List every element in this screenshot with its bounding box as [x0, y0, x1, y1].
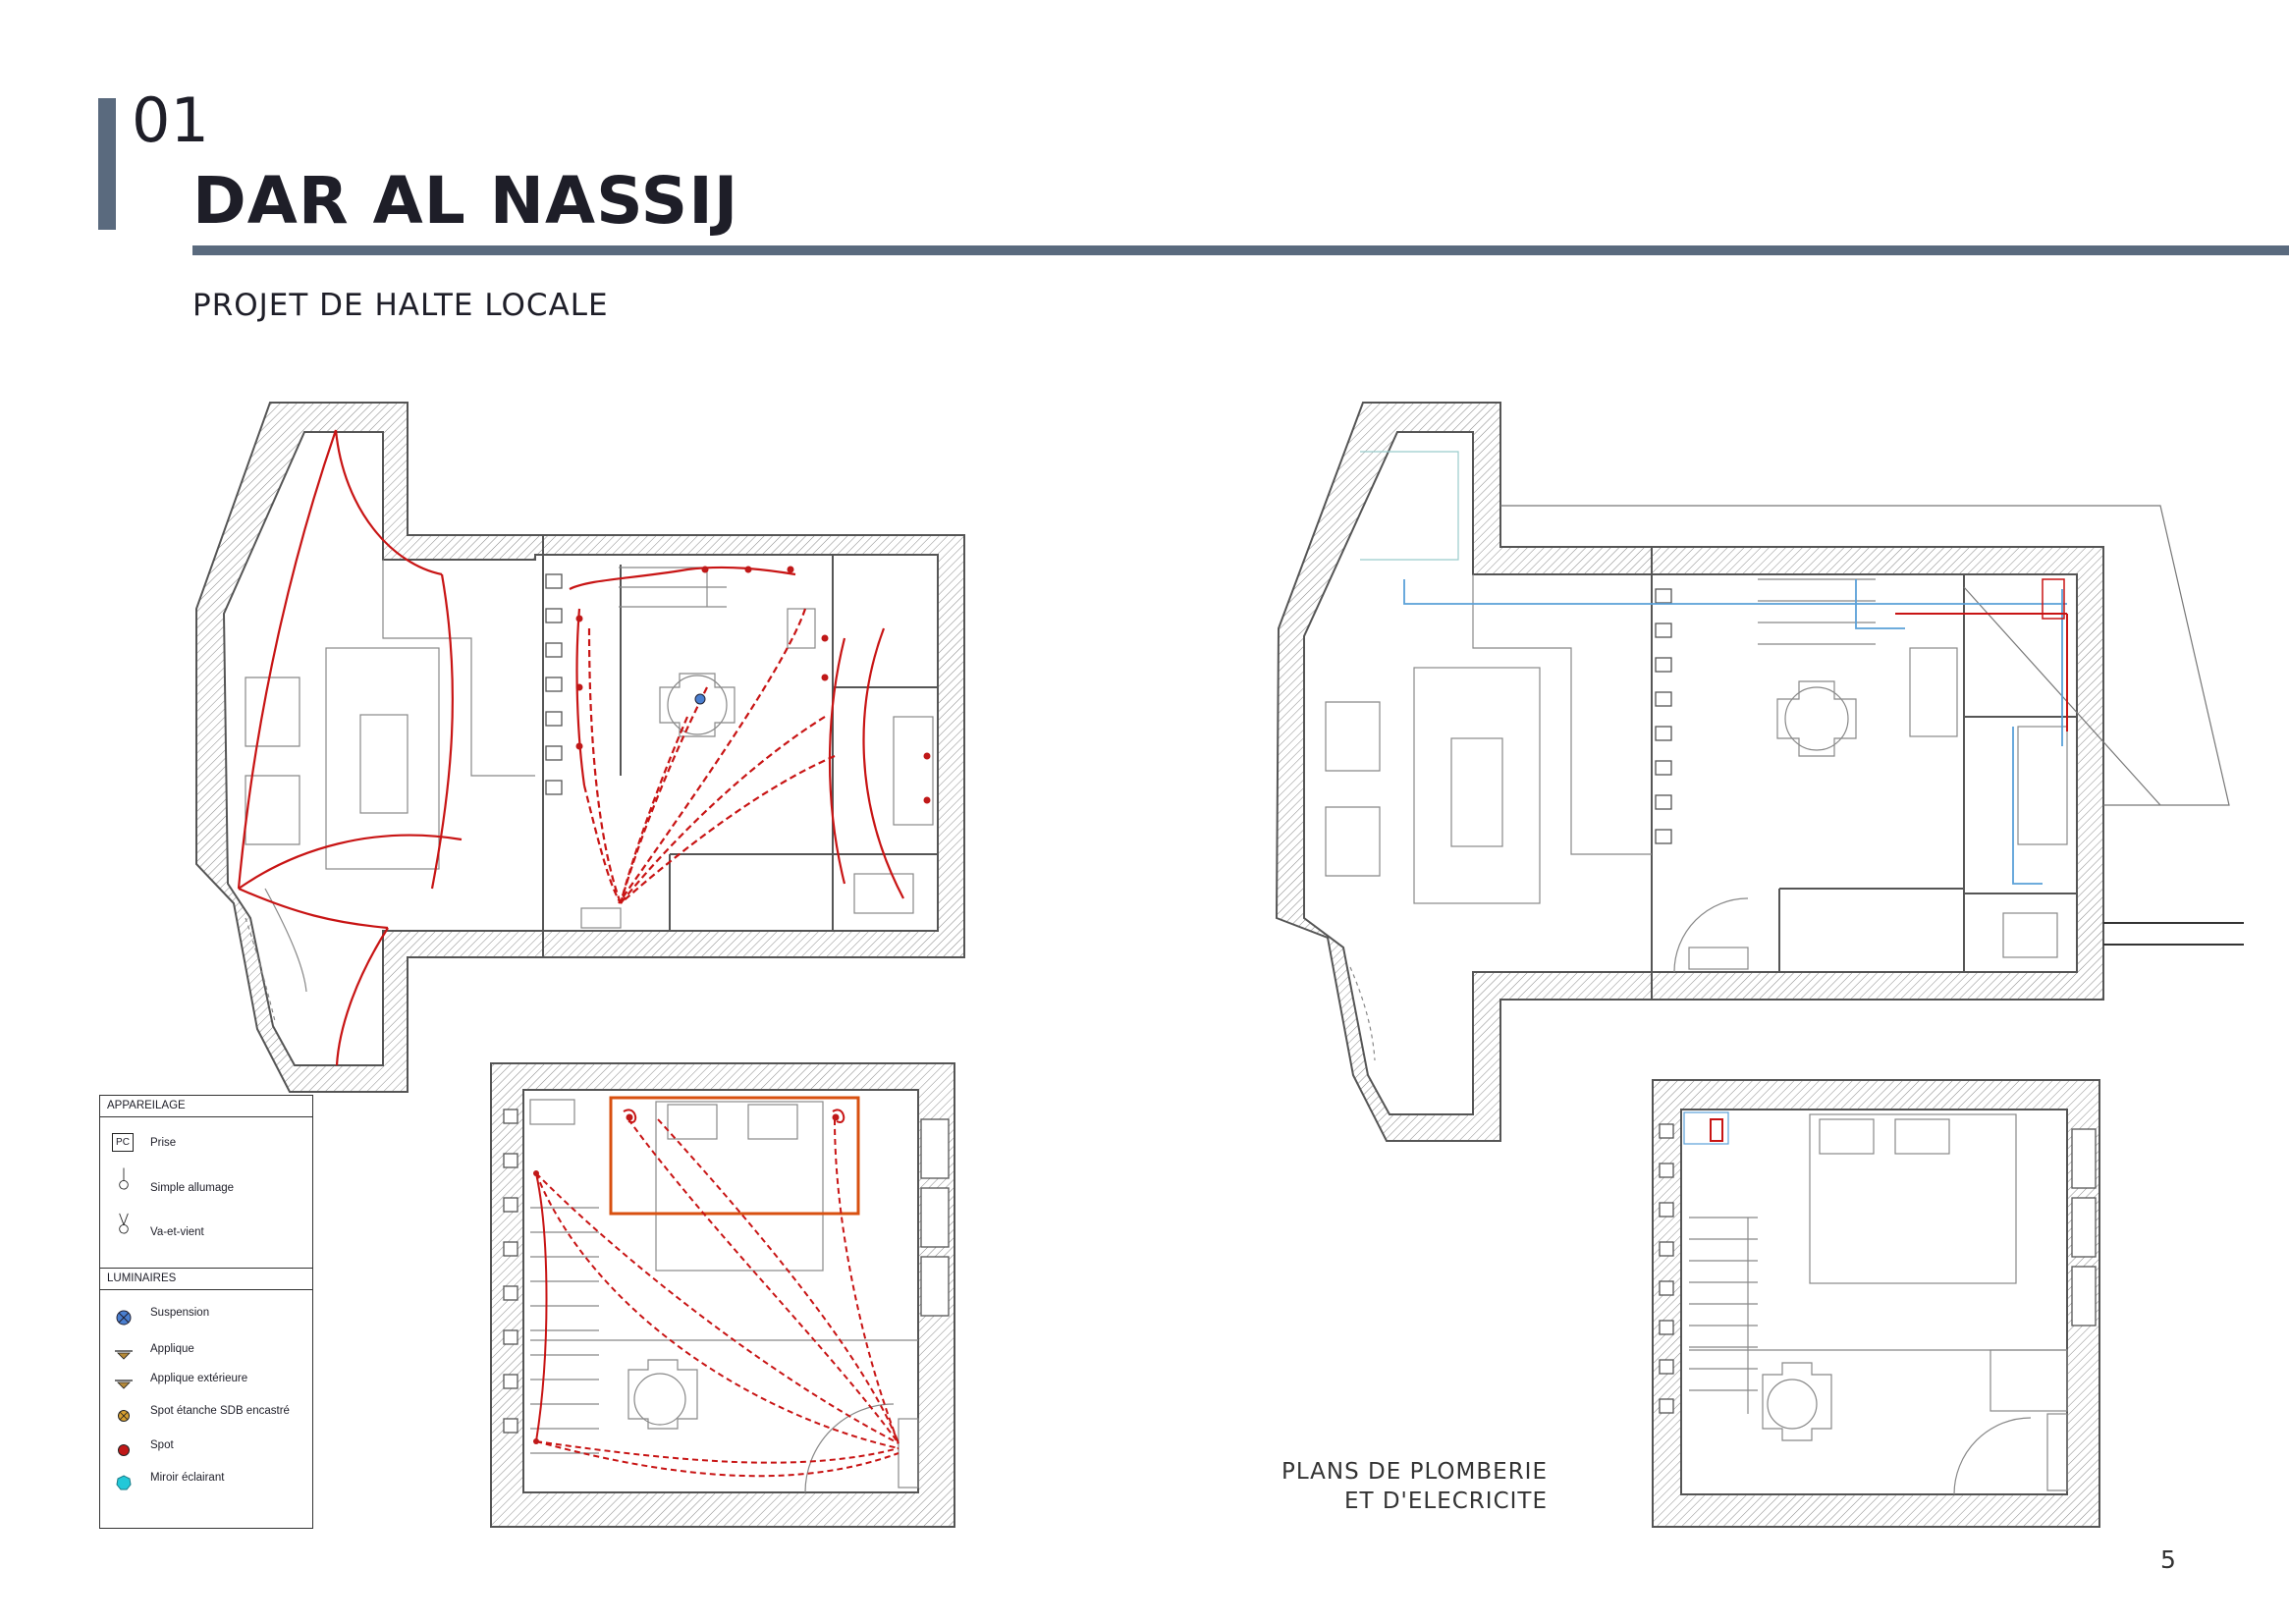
bed-wall-light-zone: [609, 1096, 860, 1216]
plumbing-lines: [1403, 579, 2067, 885]
lit-mirror-icon: [116, 1475, 132, 1490]
header-accent-bar: [98, 98, 116, 230]
legend-label-spot-etanche: Spot étanche SDB encastré: [150, 1405, 290, 1417]
ground-floor-walls: [195, 402, 965, 1093]
legend-appareilage-title: APPAREILAGE: [100, 1096, 312, 1117]
bathroom-spot-icon: [118, 1410, 130, 1422]
first-floor-electrical-plan: [490, 1062, 955, 1528]
plumbing-first-walls: [1652, 1079, 2100, 1528]
project-title: DAR AL NASSIJ: [192, 163, 739, 239]
legend-label-prise: Prise: [150, 1137, 177, 1149]
legend-label-applique-exterieure: Applique extérieure: [150, 1373, 248, 1384]
plans-caption-line-1: PLANS DE PLOMBERIE: [1281, 1459, 1548, 1485]
outdoor-wall-light-icon: [115, 1380, 133, 1389]
ground-floor-plumbing-plan: [1275, 402, 2244, 1142]
legend-label-simple-allumage: Simple allumage: [150, 1182, 235, 1194]
section-number: 01: [132, 84, 209, 156]
socket-icon: PC: [112, 1133, 134, 1152]
ground-floor-wiring: [237, 429, 904, 1066]
ground-floor-electrical-plan: [195, 402, 965, 1093]
spot-icon: [118, 1444, 130, 1456]
first-floor-wiring: [535, 1109, 899, 1478]
legend-label-miroir-eclairant: Miroir éclairant: [150, 1472, 225, 1484]
legend-panel: APPAREILAGE PC Prise Simple allumage Va-…: [99, 1095, 313, 1529]
title-rule: [192, 245, 2289, 255]
first-floor-plumbing-plan: [1652, 1079, 2100, 1528]
wall-light-icon: [115, 1350, 133, 1360]
first-floor-walls: [490, 1062, 955, 1528]
project-subtitle: PROJET DE HALTE LOCALE: [192, 288, 609, 323]
single-switch-icon: [119, 1167, 129, 1190]
hot-water-lines: [1895, 578, 2068, 731]
legend-luminaires-title: LUMINAIRES: [100, 1268, 312, 1290]
plans-caption-line-2: ET D'ELECRICITE: [1343, 1489, 1548, 1514]
legend-label-applique: Applique: [150, 1343, 194, 1355]
two-way-switch-icon: [119, 1213, 129, 1234]
legend-label-spot: Spot: [150, 1439, 174, 1451]
legend-label-va-et-vient: Va-et-vient: [150, 1226, 204, 1238]
plumbing-ground-walls: [1275, 402, 2104, 1142]
legend-label-suspension: Suspension: [150, 1307, 210, 1319]
plans-caption: PLANS DE PLOMBERIE ET D'ELECRICITE: [1247, 1457, 1548, 1516]
page-number: 5: [2160, 1545, 2176, 1574]
pendant-light-icon: [116, 1310, 132, 1326]
